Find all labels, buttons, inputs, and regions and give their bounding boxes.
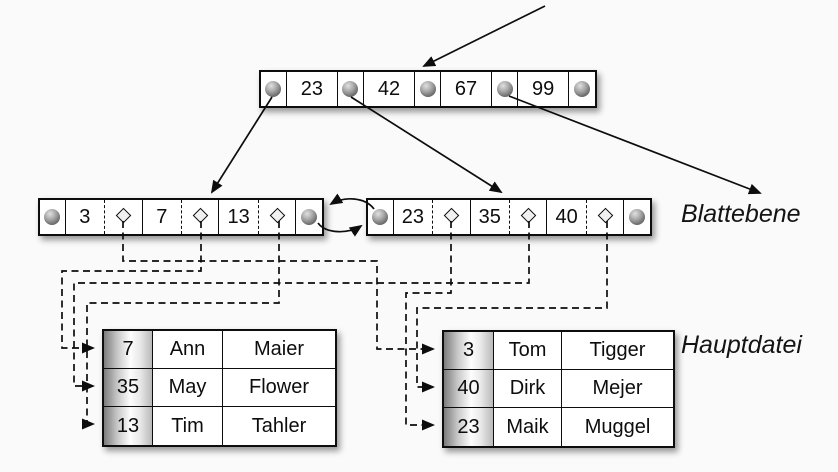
pointer-circle-icon <box>44 209 61 225</box>
pointer-circle-icon <box>574 81 591 97</box>
table-cell-last: Mejer <box>562 370 673 408</box>
sibling-link-forward-arrow <box>317 222 363 237</box>
root-pointer-cell <box>569 72 595 106</box>
pointer-circle-icon <box>301 209 318 225</box>
diamond-icon <box>192 207 208 223</box>
leaf-record-ref-cell <box>587 200 625 234</box>
leaf-pointer-cell <box>40 200 66 234</box>
leaf-record-ref-cell <box>510 200 548 234</box>
leaf-level-label: Blattebene <box>681 200 801 228</box>
leaf-key-cell: 23 <box>394 200 434 234</box>
main-file-label: Hauptdatei <box>681 331 802 359</box>
leaf-record-ref-cell <box>182 200 220 234</box>
table-cell-first: Ann <box>153 331 223 369</box>
table-cell-first: May <box>153 369 223 407</box>
leaf-record-ref-cell <box>259 200 297 234</box>
leaf-node-right: 23 35 40 <box>366 198 652 236</box>
diamond-icon <box>115 207 132 223</box>
root-to-right-leaf-arrow <box>350 96 503 194</box>
pointer-circle-icon <box>265 81 282 97</box>
table-cell-key: 23 <box>444 408 494 446</box>
root-to-offscreen-leaf-arrow <box>508 95 762 195</box>
leaf-key-cell: 7 <box>143 200 182 234</box>
pointer-circle-icon <box>372 209 389 225</box>
table-cell-key: 35 <box>104 369 153 407</box>
table-cell-last: Tahler <box>223 407 335 445</box>
leaf-key-cell: 40 <box>547 200 587 234</box>
root-key-cell: 67 <box>441 72 493 106</box>
leaf-pointer-cell <box>296 200 322 234</box>
table-cell-first: Dirk <box>494 370 562 408</box>
root-pointer-cell <box>415 72 441 106</box>
table-cell-first: Tim <box>153 407 223 445</box>
root-pointer-cell <box>261 72 287 106</box>
diamond-icon <box>443 207 460 223</box>
pointer-circle-icon <box>629 209 646 225</box>
table-cell-first: Tom <box>494 332 562 370</box>
root-to-left-leaf-arrow <box>210 96 273 194</box>
pointer-circle-icon <box>342 81 359 97</box>
main-file-table-right: 3 Tom Tigger 40 Dirk Mejer 23 Maik Mugge… <box>442 330 675 448</box>
root-pointer-cell <box>338 72 364 106</box>
leaf-key-cell: 13 <box>219 200 259 234</box>
root-key-cell: 42 <box>364 72 416 106</box>
diamond-icon <box>520 207 536 223</box>
leaf-record-ref-cell <box>105 200 143 234</box>
root-key-cell: 23 <box>287 72 339 106</box>
pointer-circle-icon <box>496 81 513 97</box>
table-cell-key: 3 <box>444 332 494 370</box>
root-key-cell: 99 <box>518 72 570 106</box>
root-node: 23 42 67 99 <box>259 70 597 108</box>
diamond-icon <box>269 207 285 223</box>
table-cell-last: Maier <box>223 331 335 369</box>
table-cell-last: Flower <box>223 369 335 407</box>
leaf-node-left: 3 7 13 <box>38 198 324 236</box>
leaf-key-cell: 35 <box>471 200 510 234</box>
table-cell-last: Muggel <box>562 408 673 446</box>
root-pointer-cell <box>492 72 518 106</box>
main-file-table-left: 7 Ann Maier 35 May Flower 13 Tim Tahler <box>102 329 337 447</box>
table-cell-last: Tigger <box>562 332 673 370</box>
leaf-key-cell: 3 <box>66 200 106 234</box>
table-cell-first: Maik <box>494 408 562 446</box>
root-entry-arrow <box>422 5 546 67</box>
table-cell-key: 13 <box>104 407 153 445</box>
pointer-circle-icon <box>419 81 436 97</box>
leaf-record-ref-cell <box>433 200 471 234</box>
leaf-pointer-cell <box>624 200 650 234</box>
table-cell-key: 7 <box>104 331 153 369</box>
diamond-icon <box>597 207 613 223</box>
leaf-pointer-cell <box>368 200 394 234</box>
table-cell-key: 40 <box>444 370 494 408</box>
